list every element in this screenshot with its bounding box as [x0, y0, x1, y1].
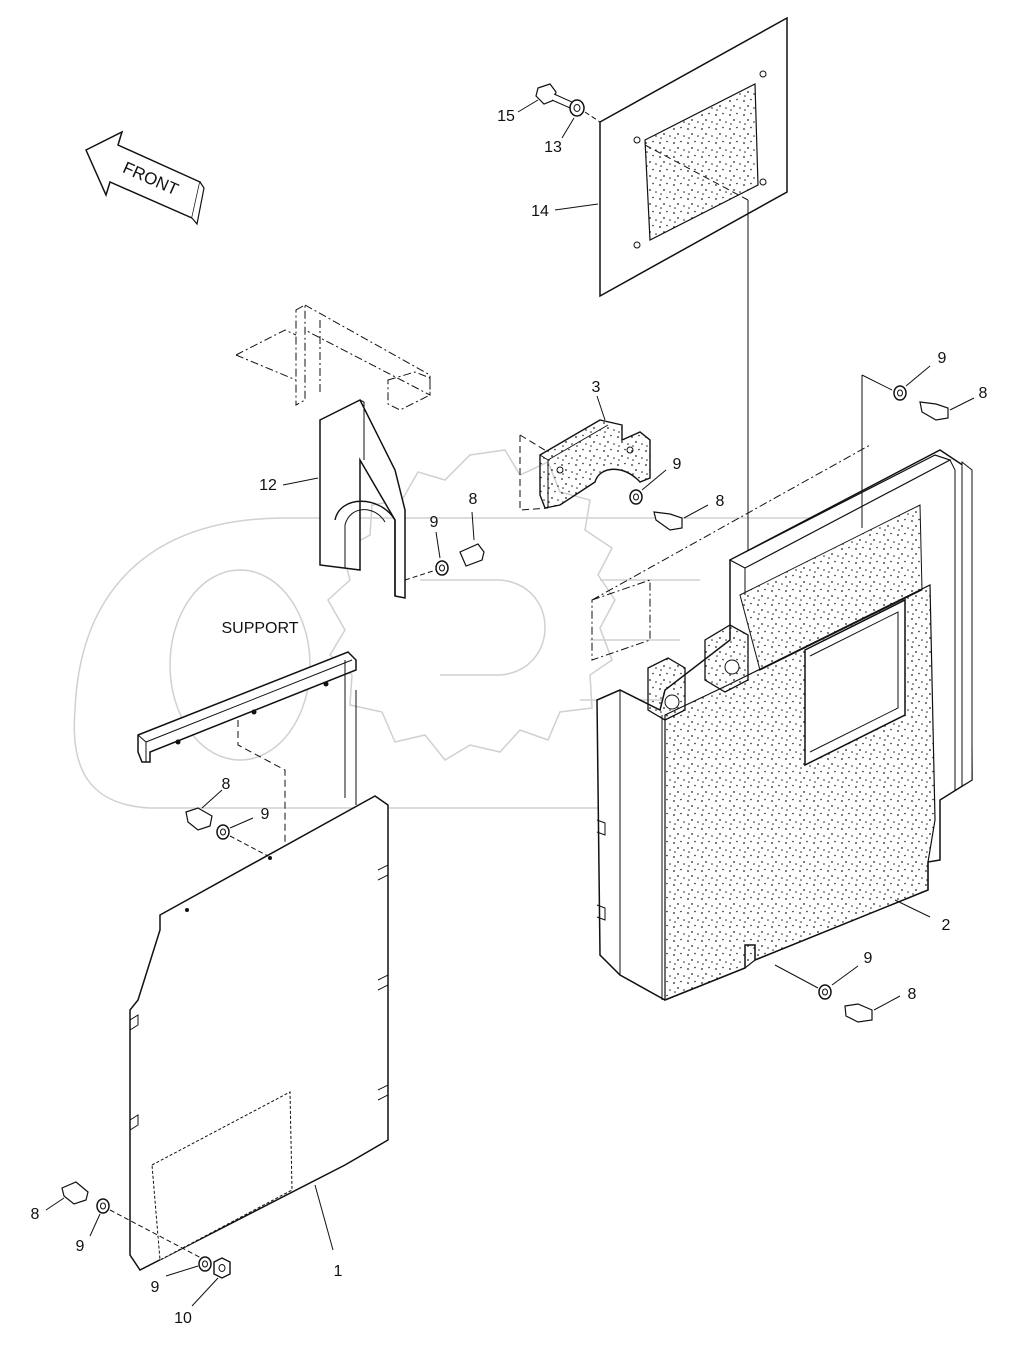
- part-2-panel: [591, 444, 973, 1001]
- leader-9b: [435, 531, 441, 559]
- leader-1: [314, 1184, 334, 1251]
- front-arrow-side: [191, 181, 205, 226]
- support-angle: [137, 651, 357, 860]
- callout-1: 1: [334, 1263, 343, 1280]
- bolt-8-bottom-right: [844, 995, 901, 1023]
- leader-8c: [683, 504, 709, 519]
- leader-9g: [831, 965, 859, 986]
- washer-9-nut-stack: [165, 1256, 212, 1277]
- panel-2-window: [804, 598, 906, 767]
- washer-9-top-right: [861, 365, 931, 528]
- leader-9e: [89, 1213, 101, 1237]
- panel-1-label-pad: [151, 1091, 293, 1261]
- callout-2: 2: [942, 917, 951, 934]
- bolt-8-block: [653, 504, 709, 531]
- leader-8f: [873, 995, 901, 1011]
- washer-9-left-bottom: [89, 1198, 206, 1261]
- panel-2-bracket: [647, 657, 686, 721]
- part-3-block: [519, 395, 651, 511]
- bolt-8-left-mid: [185, 789, 223, 831]
- callout-8-block: 8: [716, 493, 725, 510]
- callout-13: 13: [544, 139, 562, 156]
- callout-8-top-right: 8: [979, 385, 988, 402]
- callout-9-bottom-right: 9: [864, 950, 873, 967]
- callout-14: 14: [531, 203, 549, 220]
- leader-9f: [165, 1265, 199, 1277]
- leader-8b: [471, 511, 475, 541]
- watermark-logo-p: [420, 579, 546, 676]
- washer-13: [561, 99, 601, 139]
- callout-9-left-bottom: 9: [76, 1238, 85, 1255]
- callout-9-top-right: 9: [938, 350, 947, 367]
- callout-9-left-mid: 9: [261, 806, 270, 823]
- callout-8-left-mid: 8: [222, 776, 231, 793]
- support-label: SUPPORT: [221, 620, 298, 637]
- callout-labels: 15 13 14 12 3 9 8 8 9 9 8 SUPPORT 8 9 2 …: [31, 108, 988, 1327]
- leader-14: [554, 203, 599, 211]
- bolt-8-left-bottom: [45, 1181, 89, 1211]
- leader-9d: [229, 817, 254, 829]
- part-12-guard: [282, 398, 406, 599]
- leader-8e: [45, 1197, 65, 1211]
- front-direction-arrow: FRONT: [85, 130, 205, 226]
- leader-15: [517, 99, 539, 113]
- callout-9-block: 9: [673, 456, 682, 473]
- nut-10: [191, 1257, 231, 1307]
- bolt-8-top-right: [919, 397, 975, 421]
- leader-2: [894, 899, 931, 918]
- callout-15: 15: [497, 108, 515, 125]
- callout-9-nut-stack: 9: [151, 1279, 160, 1296]
- plate-14-hole: [759, 70, 767, 78]
- alignment-13: [584, 111, 601, 123]
- plate-14-hole: [633, 241, 641, 249]
- callout-10: 10: [174, 1310, 192, 1327]
- leader-8d: [201, 789, 223, 809]
- callout-8-guard: 8: [469, 491, 478, 508]
- phantom-frame-bracket: [235, 304, 431, 411]
- watermark-logo-o: [169, 569, 311, 761]
- leader-13: [561, 117, 575, 139]
- callout-8-left-bottom: 8: [31, 1206, 40, 1223]
- part-14-plate: [554, 16, 788, 620]
- callout-8-bottom-right: 8: [908, 986, 917, 1003]
- leader-9a: [905, 365, 931, 387]
- part-1-panel: [129, 795, 389, 1271]
- panel-2-bracket: [704, 624, 749, 693]
- leader-8a: [949, 397, 975, 411]
- leader-3: [596, 395, 606, 421]
- leader-12: [282, 477, 319, 486]
- hidden-line-14: [644, 144, 749, 201]
- plate-14-hole: [633, 136, 641, 144]
- bolt-8-guard: [459, 511, 485, 567]
- callout-12: 12: [259, 477, 277, 494]
- washer-9-left-mid: [216, 817, 269, 857]
- leader-10: [191, 1277, 219, 1307]
- washer-9-guard: [404, 531, 449, 581]
- plate-14-pad: [644, 83, 759, 241]
- leader-9c: [641, 469, 667, 491]
- callout-9-guard: 9: [430, 514, 439, 531]
- callout-3: 3: [592, 379, 601, 396]
- plate-14-hole: [759, 178, 767, 186]
- washer-9-block: [629, 469, 667, 505]
- washer-9-bottom-right: [774, 964, 859, 1000]
- bolt-15: [517, 83, 573, 113]
